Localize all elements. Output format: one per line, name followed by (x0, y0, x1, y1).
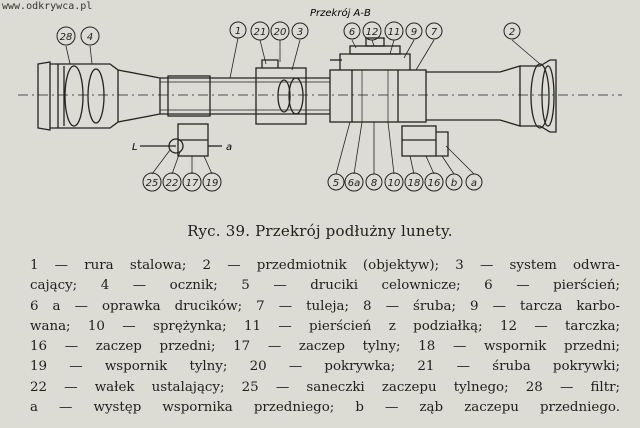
svg-text:25: 25 (146, 178, 159, 189)
callout-6a: 6a (344, 172, 364, 192)
legend-line: cający; 4 — ocznik; 5 — druciki celownic… (30, 278, 620, 294)
callout-19: 19 (202, 172, 222, 192)
callout-2: 2 (503, 22, 521, 40)
svg-text:12: 12 (366, 27, 379, 38)
svg-text:22: 22 (166, 178, 179, 189)
legend-line: a — występ wspornika przedniego; b — ząb… (30, 400, 620, 416)
legend-line: 22 — wałek ustalający; 25 — saneczki zac… (30, 379, 620, 395)
callout-1: 1 (229, 21, 247, 39)
svg-text:10: 10 (388, 178, 401, 189)
svg-text:21: 21 (254, 27, 267, 38)
svg-text:3: 3 (297, 27, 303, 38)
callout-6: 6 (343, 22, 361, 40)
section-line-label-left: L (132, 142, 138, 153)
callout-3: 3 (291, 22, 309, 40)
svg-text:9: 9 (411, 27, 417, 38)
callout-5: 5 (327, 173, 345, 191)
figure-caption: Ryc. 39. Przekrój podłużny lunety. (187, 222, 453, 240)
callout-28: 28 (56, 26, 76, 46)
scope-cross-section-figure: Przekrój A-B 28 4 1 21 20 (0, 0, 640, 212)
svg-text:4: 4 (87, 32, 93, 43)
legend-line: wana; 10 — sprężynka; 11 — pierścień z p… (30, 318, 620, 334)
parts-legend: 1 — rura stalowa; 2 — przedmiotnik (obje… (30, 256, 620, 418)
svg-text:2: 2 (509, 27, 515, 38)
callout-18: 18 (404, 172, 424, 192)
svg-text:7: 7 (431, 27, 438, 38)
svg-text:8: 8 (371, 178, 377, 189)
callout-8: 8 (365, 173, 383, 191)
callout-21: 21 (250, 21, 270, 41)
callout-17: 17 (182, 172, 202, 192)
legend-line: 16 — zaczep przedni; 17 — zaczep tylny; … (30, 339, 620, 355)
legend-line: 19 — wspornik tylny; 20 — pokrywka; 21 —… (30, 359, 620, 375)
callout-10: 10 (384, 172, 404, 192)
callout-20: 20 (270, 21, 290, 41)
legend-line: 1 — rura stalowa; 2 — przedmiotnik (obje… (30, 258, 620, 273)
callout-11: 11 (384, 21, 404, 41)
svg-text:16: 16 (428, 178, 441, 189)
callout-25: 25 (142, 172, 162, 192)
svg-text:6: 6 (349, 27, 355, 38)
svg-text:b: b (451, 178, 457, 189)
callout-a: a (465, 173, 483, 191)
svg-text:28: 28 (60, 32, 73, 43)
svg-text:a: a (471, 178, 477, 189)
callout-4: 4 (80, 26, 100, 46)
callout-22: 22 (162, 172, 182, 192)
svg-text:6a: 6a (348, 178, 361, 189)
callout-b: b (445, 173, 463, 191)
svg-text:11: 11 (388, 27, 401, 38)
svg-text:1: 1 (235, 26, 241, 37)
svg-text:20: 20 (274, 27, 287, 38)
callout-7: 7 (425, 22, 443, 40)
svg-text:17: 17 (186, 178, 199, 189)
svg-text:5: 5 (333, 178, 339, 189)
callout-9: 9 (405, 22, 423, 40)
svg-text:19: 19 (206, 178, 219, 189)
section-line-label-right: a (226, 142, 232, 153)
legend-line: 6 a — oprawka drucików; 7 — tuleja; 8 — … (30, 298, 620, 314)
callout-16: 16 (424, 172, 444, 192)
section-label: Przekrój A-B (310, 7, 371, 19)
callout-12: 12 (362, 21, 382, 41)
watermark: www.odkrywca.pl (2, 1, 93, 12)
scope-drawing: Przekrój A-B 28 4 1 21 20 (18, 7, 622, 192)
svg-text:18: 18 (408, 178, 421, 189)
